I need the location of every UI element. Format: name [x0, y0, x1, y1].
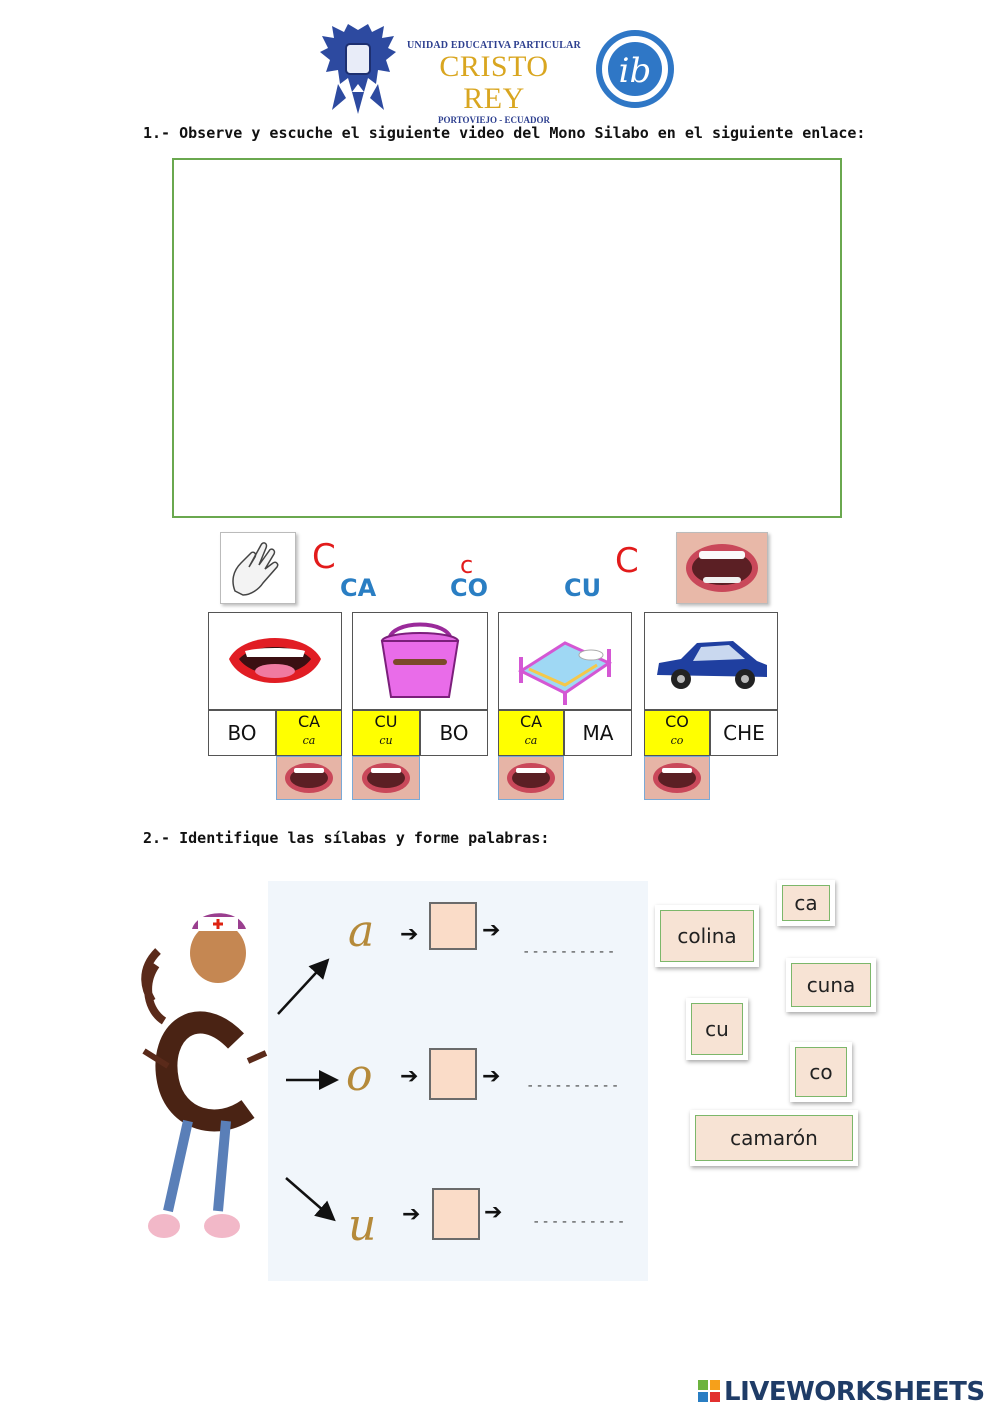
- word-tile-ca[interactable]: ca: [777, 880, 835, 926]
- word-tile-label: camarón: [695, 1115, 853, 1161]
- syllable-cell: BO: [208, 710, 276, 756]
- open-mouth-photo-icon: [276, 756, 342, 800]
- letter-c-upper: C: [312, 537, 336, 577]
- question-2: 2.- Identifique las sílabas y forme pala…: [143, 829, 550, 847]
- branch-arrows-icon: [277, 958, 339, 1222]
- syllable-cell: BO: [420, 710, 488, 756]
- syllable-upper: CO: [665, 712, 689, 731]
- letter-c-lower: c: [460, 551, 474, 579]
- syllable-upper: CA: [297, 712, 321, 731]
- syllable-co: CO: [450, 574, 489, 602]
- syllable-ca: CA: [340, 574, 377, 602]
- mouth-icon: [229, 638, 321, 683]
- syllable-cell-highlight: CA ca: [276, 710, 342, 756]
- picture-card-car: [644, 612, 778, 710]
- open-mouth-photo-icon: [644, 756, 710, 800]
- open-mouth-photo-icon: [676, 532, 768, 604]
- arrow-right-icon: ➔: [400, 922, 419, 947]
- liveworksheets-brand[interactable]: LIVEWORKSHEETS: [724, 1377, 985, 1407]
- word-tile-cuna[interactable]: cuna: [786, 958, 876, 1012]
- word-tile-label: co: [795, 1047, 847, 1097]
- school-city: PORTOVIEJO - ECUADOR: [437, 115, 551, 125]
- arrow-right-icon: ➔: [402, 1202, 421, 1227]
- letter-c-character-icon: [138, 881, 268, 1281]
- school-line1: UNIDAD EDUCATIVA PARTICULAR: [407, 40, 581, 51]
- word-tile-label: ca: [782, 885, 830, 921]
- word-tile-co[interactable]: co: [790, 1042, 852, 1102]
- syllable-drop-box[interactable]: [432, 1188, 480, 1240]
- word-tile-label: cuna: [791, 963, 871, 1007]
- picture-card-mouth: [208, 612, 342, 710]
- car-icon: [657, 641, 767, 689]
- video-frame[interactable]: [172, 158, 842, 518]
- bed-icon: [517, 641, 613, 705]
- syllable-lower: cu: [379, 734, 393, 747]
- answer-line[interactable]: ----------: [532, 1214, 627, 1230]
- svg-text:ib: ib: [619, 51, 652, 91]
- school-name-block: UNIDAD EDUCATIVA PARTICULAR CRISTO REY P…: [405, 40, 583, 125]
- syllable-drop-box[interactable]: [429, 1048, 477, 1100]
- vowel-o: o: [346, 1050, 373, 1101]
- letter-c-upper-2: C: [615, 541, 639, 581]
- school-name: CRISTO REY: [439, 50, 549, 115]
- syllable-cell-highlight: CA ca: [498, 710, 564, 756]
- answer-line[interactable]: ----------: [526, 1078, 621, 1094]
- word-tile-camaron[interactable]: camarón: [690, 1110, 858, 1166]
- syllable-cu: CU: [564, 574, 602, 602]
- syllable-upper: CU: [374, 712, 398, 731]
- ib-logo-icon: ib: [595, 24, 675, 114]
- answer-line[interactable]: ----------: [522, 944, 617, 960]
- vowel-a: a: [348, 906, 375, 957]
- question-1: 1.- Observe y escuche el siguiente video…: [143, 124, 866, 142]
- syllable-lower: co: [670, 734, 684, 747]
- word-tile-label: colina: [660, 910, 754, 962]
- bucket-icon: [380, 622, 460, 698]
- syllable-lower: ca: [524, 734, 538, 747]
- syllable-cell: MA: [564, 710, 632, 756]
- syllable-cell-highlight: CU cu: [352, 710, 420, 756]
- school-crest-icon: [318, 22, 398, 118]
- syllable-cell: CHE: [710, 710, 778, 756]
- word-tile-colina[interactable]: colina: [655, 905, 759, 967]
- syllable-lower: ca: [302, 734, 316, 747]
- picture-card-bucket: [352, 612, 488, 710]
- arrow-right-icon: ➔: [482, 918, 501, 943]
- picture-card-bed: [498, 612, 632, 710]
- arrow-right-icon: ➔: [400, 1064, 419, 1089]
- liveworksheets-logo-icon: [698, 1380, 720, 1402]
- arrow-right-icon: ➔: [484, 1200, 503, 1225]
- arrow-right-icon: ➔: [482, 1064, 501, 1089]
- syllable-drop-box[interactable]: [429, 902, 477, 950]
- word-tile-label: cu: [691, 1003, 743, 1055]
- open-mouth-photo-icon: [352, 756, 420, 800]
- hand-icon: [220, 532, 296, 604]
- syllable-cell-highlight: CO co: [644, 710, 710, 756]
- open-mouth-photo-icon: [498, 756, 564, 800]
- syllable-upper: CA: [519, 712, 543, 731]
- vowel-u: u: [348, 1200, 377, 1251]
- word-tile-cu[interactable]: cu: [686, 998, 748, 1060]
